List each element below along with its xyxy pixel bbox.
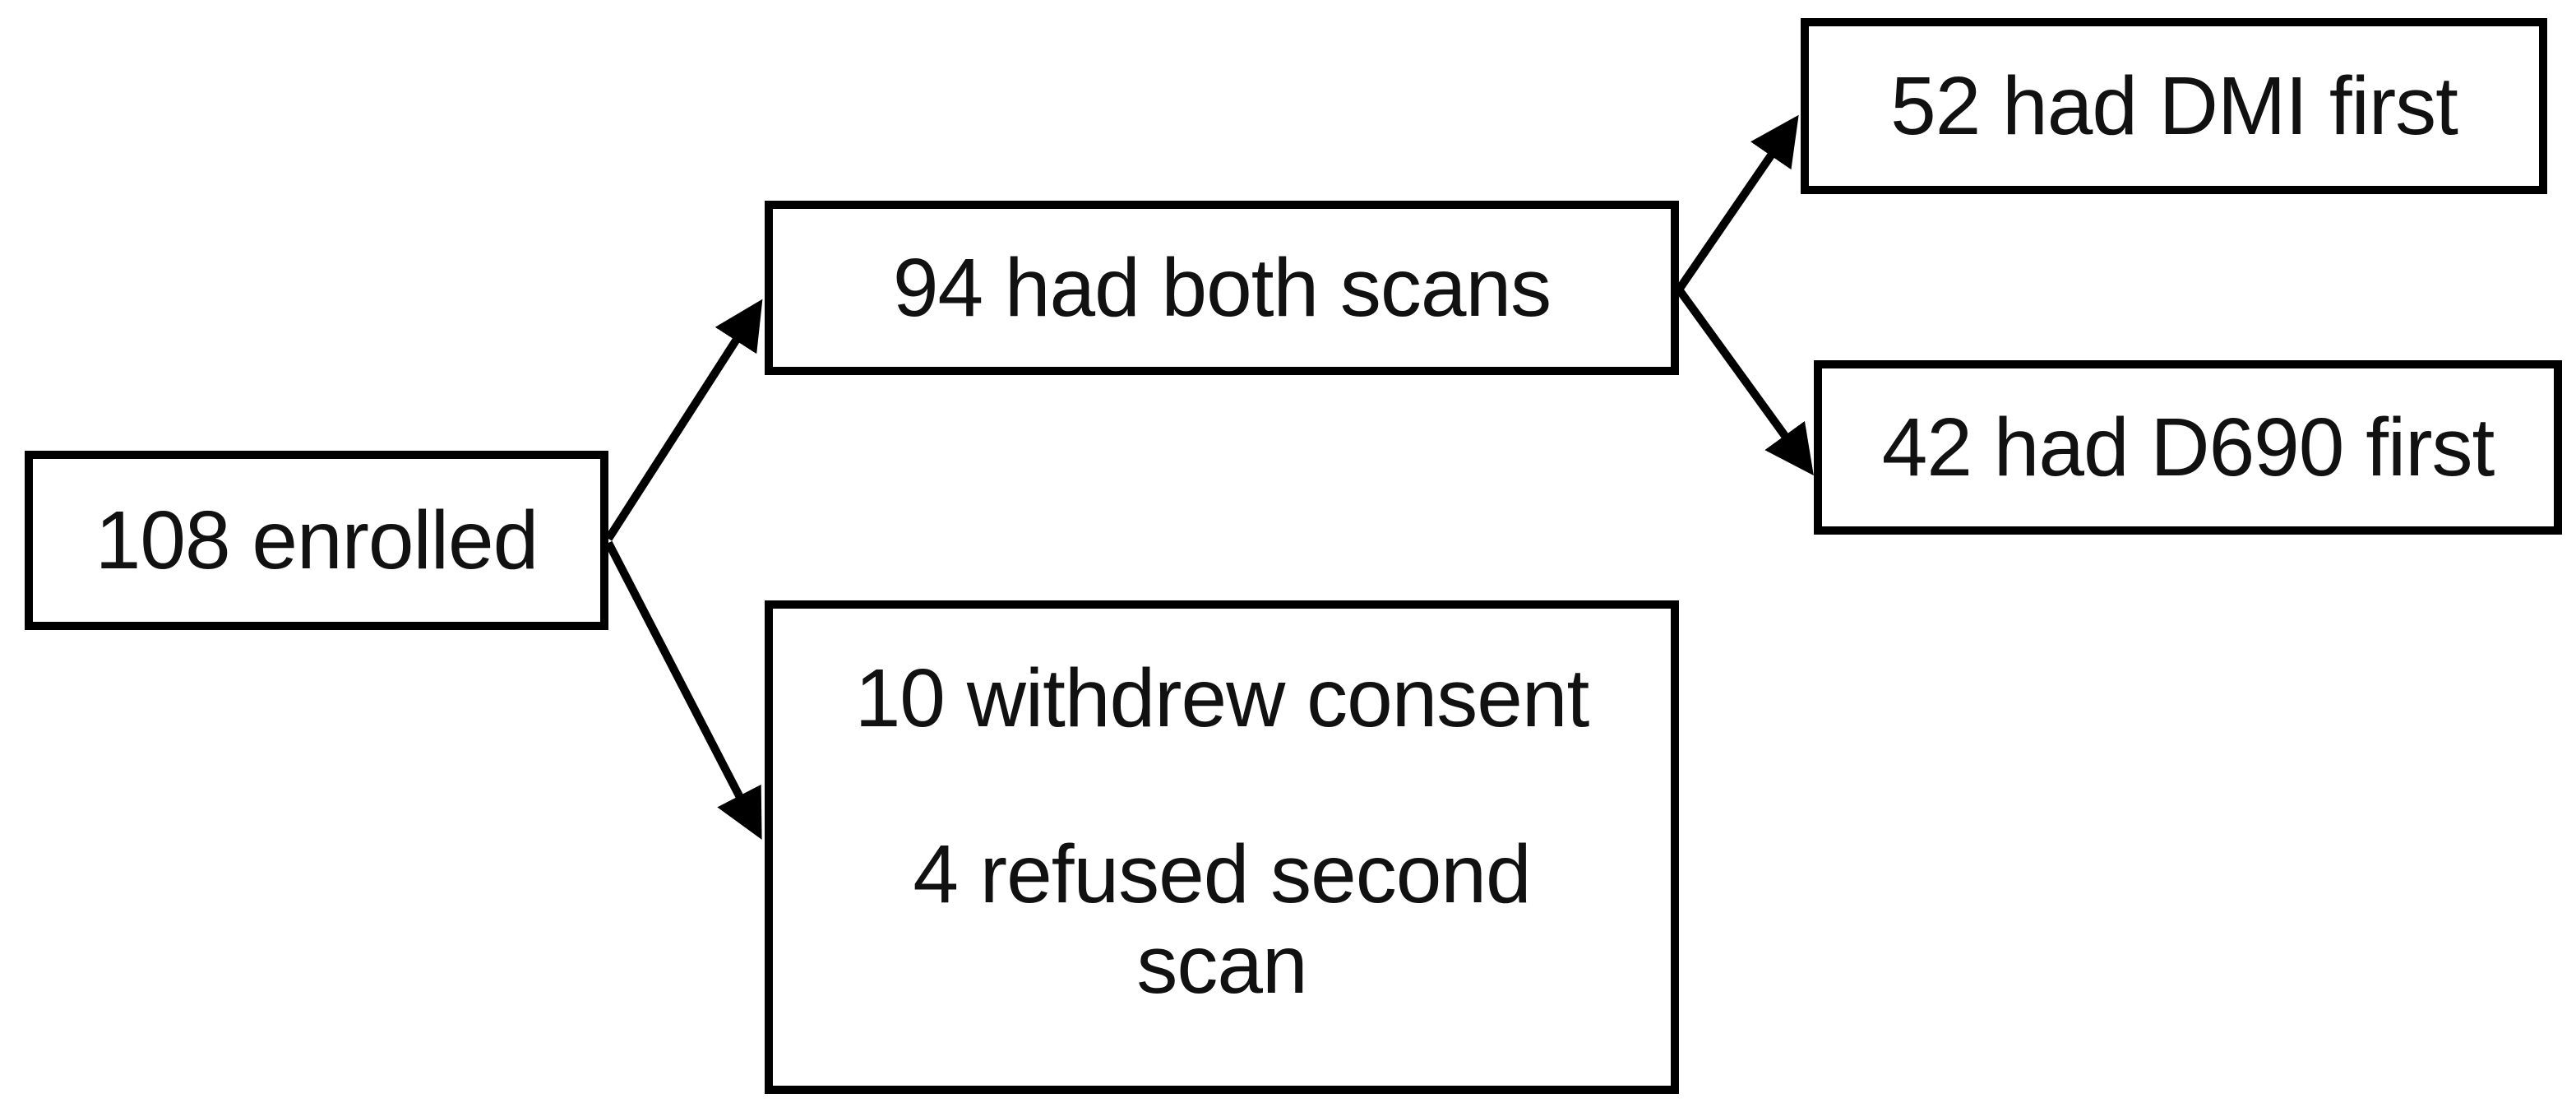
node-dmi-first: 52 had DMI first: [1801, 18, 2547, 194]
node-d690-first-label: 42 had D690 first: [1881, 401, 2495, 493]
node-enrolled-label: 108 enrolled: [95, 494, 539, 586]
node-excluded: 10 withdrew consent 4 refused second sca…: [765, 600, 1679, 1094]
node-d690-first: 42 had D690 first: [1814, 360, 2562, 535]
node-both-scans-label: 94 had both scans: [892, 242, 1552, 334]
node-both-scans: 94 had both scans: [765, 201, 1679, 375]
arrow-both-scans-to-d690-first: [1675, 287, 1814, 476]
node-refused-label: 4 refused second scan: [913, 828, 1531, 1011]
node-enrolled: 108 enrolled: [25, 451, 608, 630]
node-withdrew-label: 10 withdrew consent: [854, 652, 1590, 744]
arrow-both-scans-to-dmi-first: [1675, 114, 1799, 292]
node-dmi-first-label: 52 had DMI first: [1890, 60, 2458, 152]
arrow-enrolled-to-excluded: [604, 540, 762, 840]
arrow-enrolled-to-both-scans: [604, 299, 763, 541]
